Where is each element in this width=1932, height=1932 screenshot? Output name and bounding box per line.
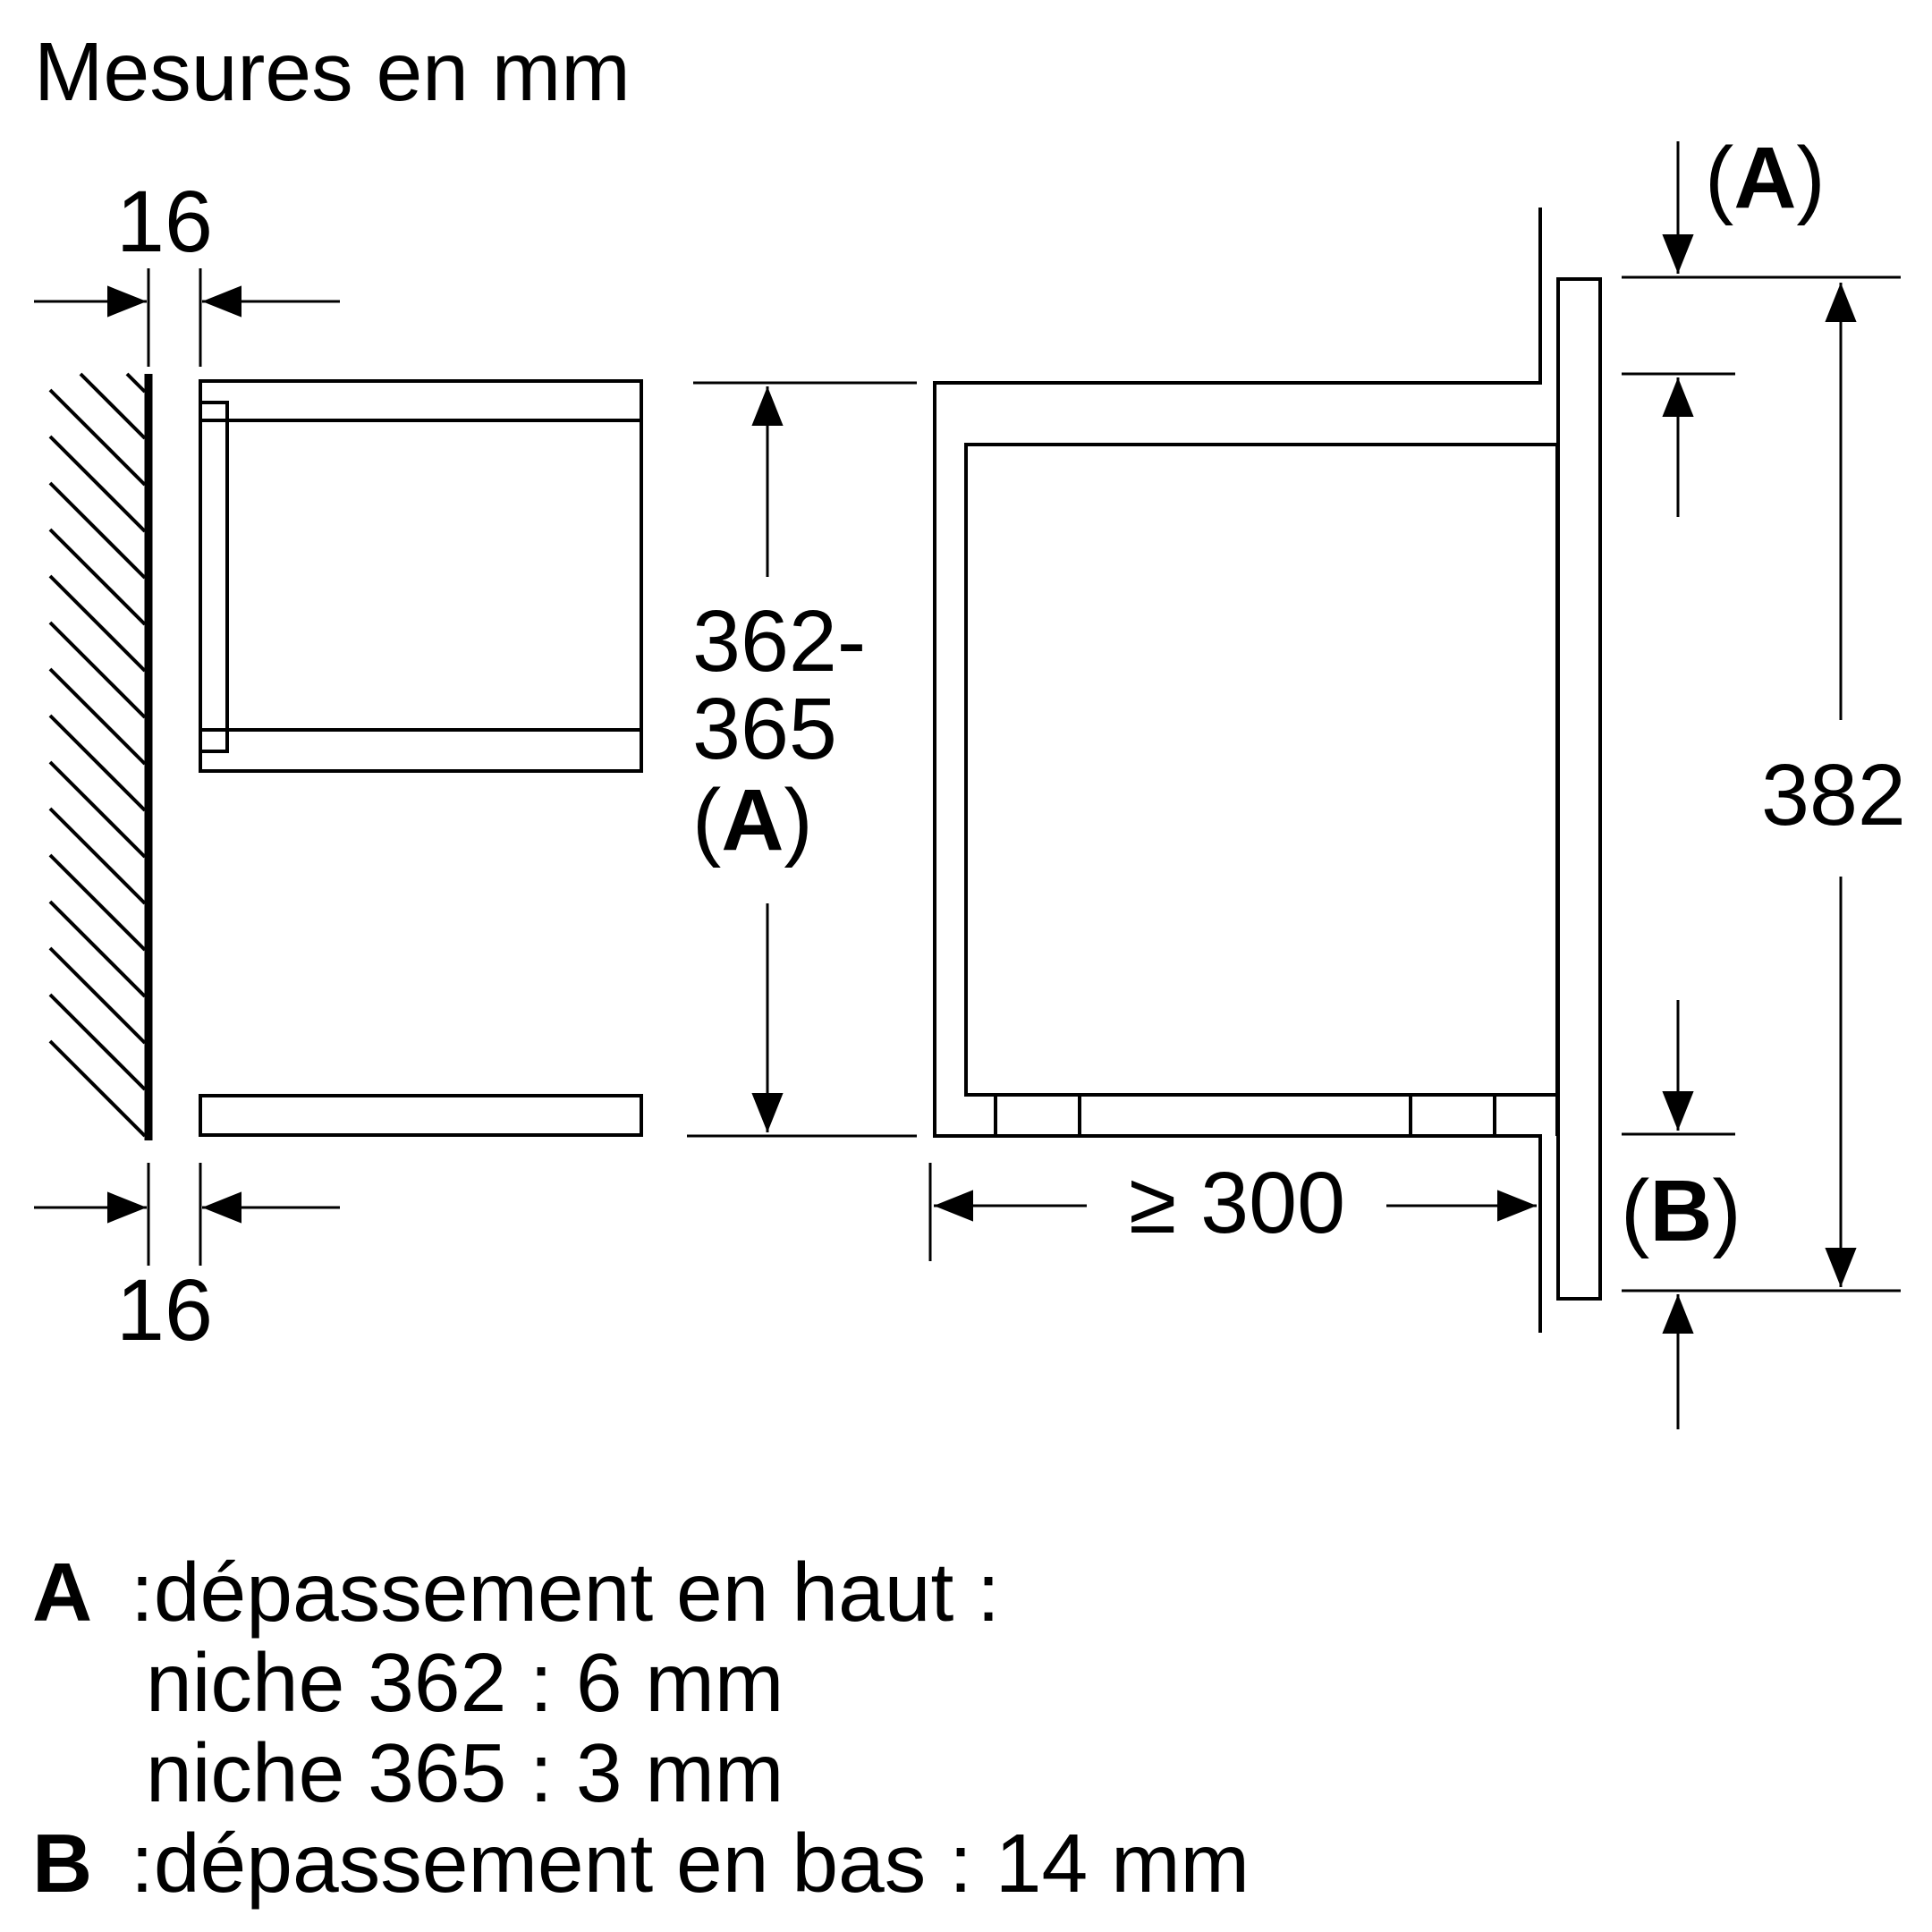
appliance-side-view [933,208,1602,1333]
niche-height-label-line1: 362- [692,592,866,690]
legend-b-key: B [32,1817,92,1910]
diagram-title: Mesures en mm [34,25,631,118]
legend-a-key: A [32,1546,92,1639]
legend-a-detail-2: niche 365 : 3 mm [146,1726,784,1819]
cabinet-side-view [199,379,643,1137]
wall-gap-label-bottom: 16 [116,1261,213,1359]
wall-gap-dimension-top [34,268,340,367]
min-depth-dimension [928,1163,1537,1261]
wall-hatching [48,372,153,1140]
top-overhang-dimension [1622,141,1735,517]
wall-gap-label-top: 16 [116,173,213,270]
wall-gap-dimension-bottom [34,1163,340,1266]
niche-height-letter: (A) [692,771,813,869]
bottom-overhang-letter-key: B [1649,1162,1712,1259]
top-overhang-letter-key: A [1733,129,1796,226]
niche-height-letter-key: A [721,771,784,869]
niche-height-dimension [687,381,917,1138]
legend: A :dépassement en haut : niche 362 : 6 m… [32,1546,1250,1910]
front-height-dimension [1622,275,1901,1292]
front-height-label: 382 [1761,746,1906,843]
top-overhang-letter: (A) [1705,129,1826,226]
bottom-overhang-dimension [1622,1000,1735,1429]
legend-a-text: :dépassement en haut : [131,1546,1000,1639]
niche-height-label-line2: 365 [692,680,837,777]
legend-a-detail-1: niche 362 : 6 mm [146,1636,784,1729]
bottom-overhang-letter: (B) [1621,1162,1741,1259]
min-depth-label: ≥ 300 [1129,1154,1345,1251]
legend-b-text: :dépassement en bas : 14 mm [131,1817,1250,1910]
